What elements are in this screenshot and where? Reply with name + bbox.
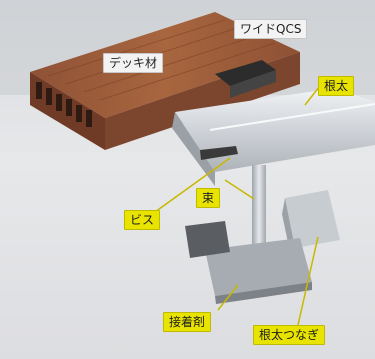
wide-qcs-clip [215,60,276,98]
label-post: 束 [196,188,221,208]
rubber-pad [185,221,230,258]
label-joist-connector: 根太つなぎ [253,325,326,345]
label-joist: 根太 [318,76,355,96]
label-screw: ビス [124,210,161,230]
label-adhesive: 接着剤 [163,312,212,332]
screw [200,146,238,160]
label-wide-qcs: ワイドQCS [234,19,308,39]
label-deck-board: デッキ材 [103,53,164,73]
base-plate [205,238,312,304]
